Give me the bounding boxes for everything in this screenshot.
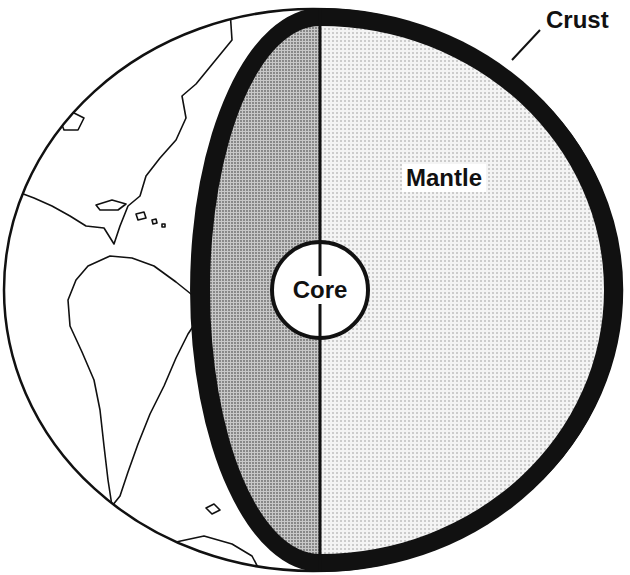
- mantle-label: Mantle: [402, 164, 486, 192]
- core-circle: Core: [270, 240, 370, 340]
- layer-name: Core: [289, 276, 352, 304]
- globe-outline: [4, 9, 622, 571]
- crust-label: Crust: [542, 6, 613, 34]
- leader-line: [512, 30, 540, 60]
